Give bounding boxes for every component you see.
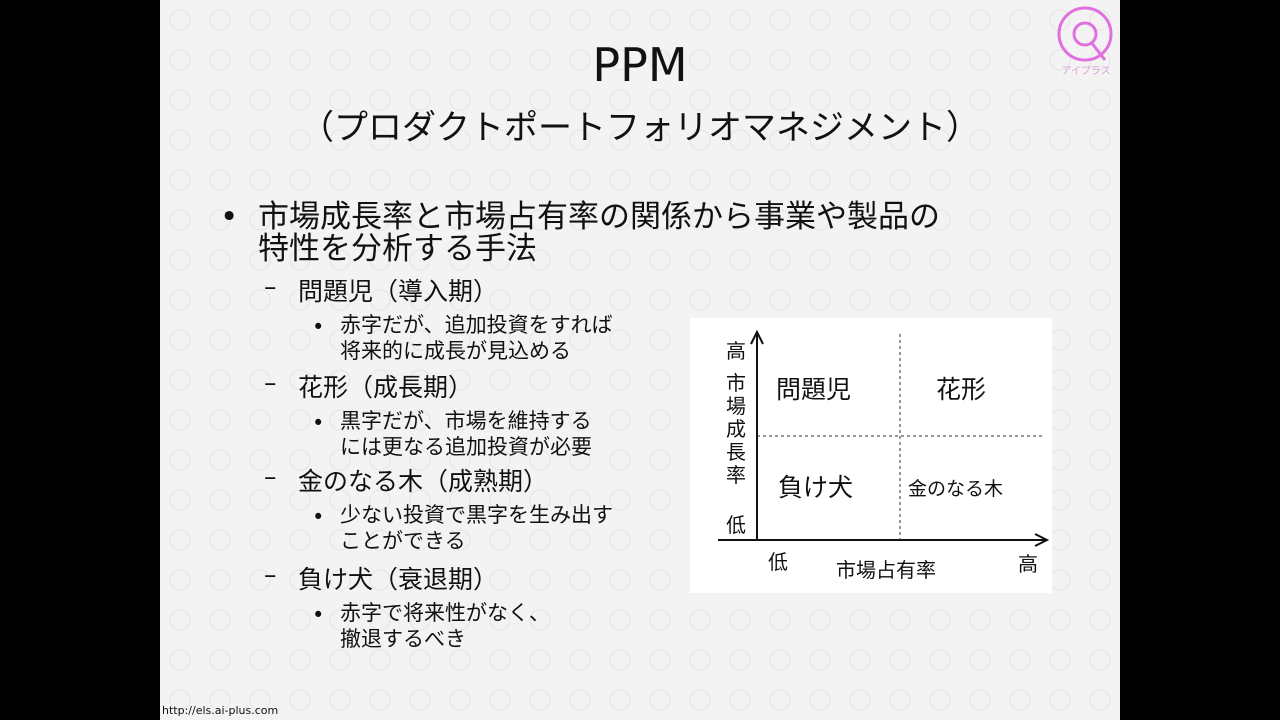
item-detail-line: 少ない投資で黒字を生み出す bbox=[340, 503, 613, 527]
y-high-label: 高 bbox=[726, 339, 746, 363]
quadrant-problem-child: 問題児 bbox=[776, 375, 852, 404]
item-label: 花形（成長期） bbox=[298, 373, 474, 402]
item-label: 金のなる木（成熟期） bbox=[298, 467, 549, 496]
svg-text:アイプラス: アイプラス bbox=[1061, 65, 1110, 76]
dash-marker: – bbox=[264, 462, 277, 491]
item-detail-line: 将来的に成長が見込める bbox=[340, 339, 571, 363]
quadrant-cash-cow: 金のなる木 bbox=[908, 478, 1004, 500]
x-high-label: 高 bbox=[1018, 552, 1038, 576]
item-detail-line: 黒字だが、市場を維持する bbox=[340, 409, 592, 433]
bullet-line-2: 特性を分析する手法 bbox=[258, 231, 537, 267]
footer-url: http://els.ai-plus.com bbox=[162, 704, 279, 717]
item-detail-line: 赤字で将来性がなく、 bbox=[340, 601, 550, 625]
item-detail-line: ことができる bbox=[340, 529, 466, 553]
ppm-matrix: 高 低 市場成長率 低 市場占有率 高 問題児 花形 負け犬 金のなる木 bbox=[690, 318, 1052, 593]
bullet-line-1: 市場成長率と市場占有率の関係から事業や製品の bbox=[258, 199, 940, 235]
sub-bullet-marker: • bbox=[312, 603, 325, 627]
x-axis-label: 市場占有率 bbox=[836, 558, 936, 582]
logo-q-icon: アイプラス bbox=[1057, 6, 1113, 77]
x-low-label: 低 bbox=[768, 550, 788, 574]
sub-bullet-marker: • bbox=[312, 315, 325, 339]
quadrant-dog: 負け犬 bbox=[778, 473, 854, 502]
dash-marker: – bbox=[264, 272, 277, 301]
item-detail-line: 赤字だが、追加投資をすれば bbox=[340, 313, 613, 337]
dash-marker: – bbox=[264, 560, 277, 589]
item-label: 問題児（導入期） bbox=[298, 277, 499, 306]
item-label: 負け犬（衰退期） bbox=[298, 565, 499, 594]
slide: PPM （プロダクトポートフォリオマネジメント） アイプラス • 市場成長率と市… bbox=[160, 0, 1120, 720]
y-axis-label: 市場成長率 bbox=[726, 371, 746, 487]
slide-title: PPM bbox=[592, 38, 688, 92]
sub-bullet-marker: • bbox=[312, 505, 325, 529]
quadrant-star: 花形 bbox=[936, 375, 987, 404]
item-detail-line: 撤退するべき bbox=[340, 627, 466, 651]
sub-bullet-marker: • bbox=[312, 411, 325, 435]
logo: アイプラス bbox=[1055, 4, 1117, 77]
dash-marker: – bbox=[264, 368, 277, 397]
matrix-axes bbox=[718, 329, 1050, 547]
slide-subtitle: （プロダクトポートフォリオマネジメント） bbox=[300, 108, 980, 148]
bullet-marker: • bbox=[220, 199, 239, 235]
y-low-label: 低 bbox=[726, 513, 746, 537]
item-detail-line: には更なる追加投資が必要 bbox=[340, 435, 592, 459]
